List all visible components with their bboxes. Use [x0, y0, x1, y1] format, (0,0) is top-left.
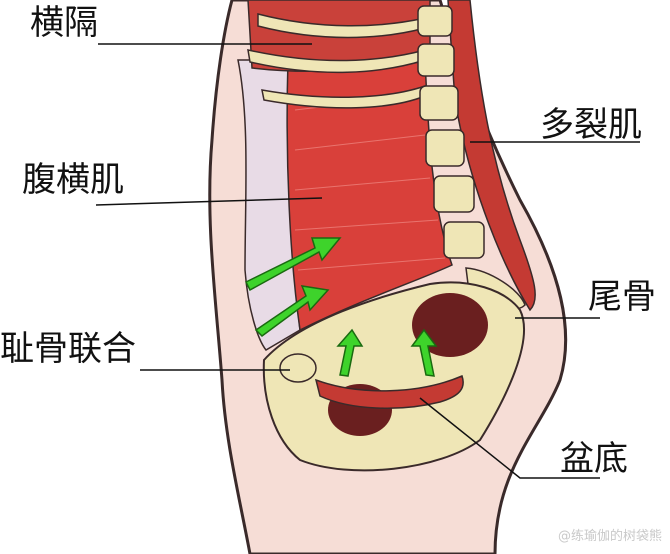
green-arrow-icon: [244, 237, 342, 292]
leader-floor: [419, 397, 600, 479]
green-arrow-icon: [410, 328, 438, 377]
green-arrow-icon: [254, 285, 330, 337]
label-pubic-symphysis: 耻骨联合: [0, 329, 136, 369]
label-coccyx: 尾骨: [588, 277, 656, 317]
pelvic-floor-muscle: [314, 374, 464, 409]
pubic-symphysis-bone: [279, 353, 317, 383]
leader-tva: [95, 197, 323, 206]
spine: [417, 5, 526, 310]
watermark: @练瑜伽的树袋熊: [557, 529, 662, 544]
green-arrow-icon: [336, 328, 364, 377]
multifidus-muscle: [447, 0, 536, 312]
label-multifidus: 多裂肌: [540, 105, 642, 145]
label-pelvic-floor: 盆底: [560, 439, 628, 479]
label-transverse-abdominis: 腹横肌: [22, 160, 124, 200]
label-diaphragm: 横隔: [30, 3, 98, 43]
